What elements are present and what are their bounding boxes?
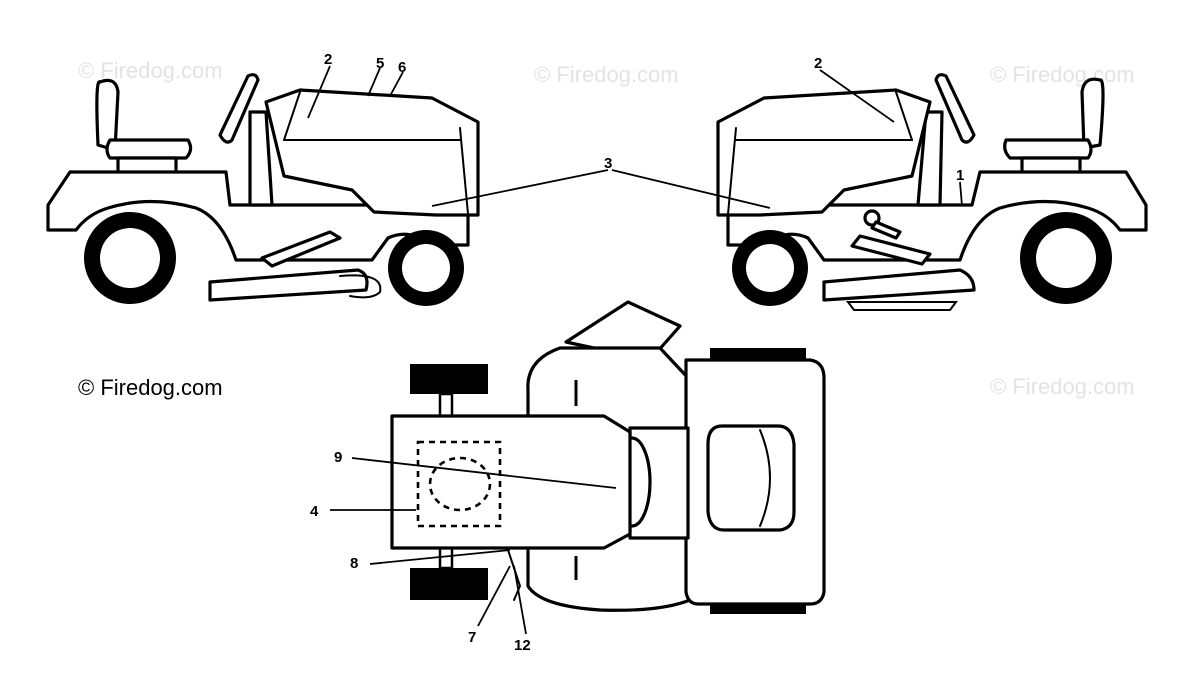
front-axle-bottom — [438, 546, 454, 570]
hood-edge-right — [895, 91, 913, 141]
watermark-2: © Firedog.com — [534, 62, 679, 87]
hood-right — [716, 88, 932, 217]
callout-7: 7 — [468, 629, 476, 646]
hood-left — [264, 88, 480, 217]
rear-hub-right — [1036, 228, 1096, 288]
tractor-top-view — [390, 300, 826, 614]
deck-skirt-right — [846, 301, 958, 311]
callout-1: 1 — [956, 167, 964, 184]
tractor-right-side-view — [716, 73, 1148, 311]
seat-back-right — [1080, 77, 1105, 150]
watermark-5: © Firedog.com — [990, 374, 1135, 399]
mower-deck-right — [822, 268, 976, 302]
leader-lines — [307, 65, 963, 635]
callout-5: 5 — [376, 55, 384, 72]
seat-top — [706, 424, 796, 532]
watermark-1: © Firedog.com — [78, 58, 223, 83]
steering-column-left — [248, 110, 274, 207]
rear-hub-left — [100, 228, 160, 288]
leader-6 — [389, 71, 404, 97]
front-hub-left — [402, 244, 450, 292]
hood-edge-left — [283, 91, 301, 141]
leader-1 — [959, 181, 963, 207]
lift-lever-left — [260, 230, 342, 268]
grille-right — [727, 127, 737, 215]
callout-12: 12 — [514, 637, 531, 654]
callout-numbers: 2 5 6 2 3 1 9 4 8 7 12 — [310, 51, 964, 654]
leader-5 — [367, 67, 381, 97]
front-hub-right — [746, 244, 794, 292]
seat-cushion-left — [105, 138, 193, 160]
leader-2-left — [307, 65, 331, 119]
callout-9: 9 — [334, 449, 342, 466]
hood-top — [390, 414, 632, 550]
watermark-3: © Firedog.com — [990, 62, 1135, 87]
callout-4: 4 — [310, 503, 319, 520]
front-tire-bottom — [410, 568, 488, 600]
deck-chute-left — [339, 274, 382, 299]
leader-2-right — [819, 69, 895, 123]
steering-wheel-left — [218, 73, 260, 144]
lever-7 — [507, 549, 522, 601]
callout-6: 6 — [398, 59, 406, 76]
seat-cushion-right — [1003, 138, 1093, 160]
leader-3-right — [611, 169, 771, 209]
copyright-label: © Firedog.com — [78, 375, 223, 400]
engine-outline — [416, 440, 502, 528]
callout-2-right: 2 — [814, 55, 822, 72]
throttle-lever-right — [870, 220, 902, 240]
lift-lever-right — [850, 234, 932, 266]
steering-column-right — [916, 110, 944, 207]
engine-cylinder-outline — [428, 456, 492, 512]
leader-7-line — [477, 565, 511, 627]
callout-2-left: 2 — [324, 51, 332, 68]
leader-9 — [351, 457, 617, 489]
callout-3: 3 — [604, 155, 612, 172]
front-tire-top — [410, 364, 488, 394]
callout-8: 8 — [350, 555, 358, 572]
mower-deck-left — [208, 268, 369, 302]
tractor-left-side-view — [46, 73, 480, 306]
seat-back-top — [759, 429, 771, 527]
leader-12 — [513, 565, 527, 635]
leader-3-left — [431, 169, 609, 207]
front-axle-top — [438, 392, 454, 418]
leader-8 — [369, 549, 511, 565]
steering-wheel-right — [934, 73, 976, 144]
